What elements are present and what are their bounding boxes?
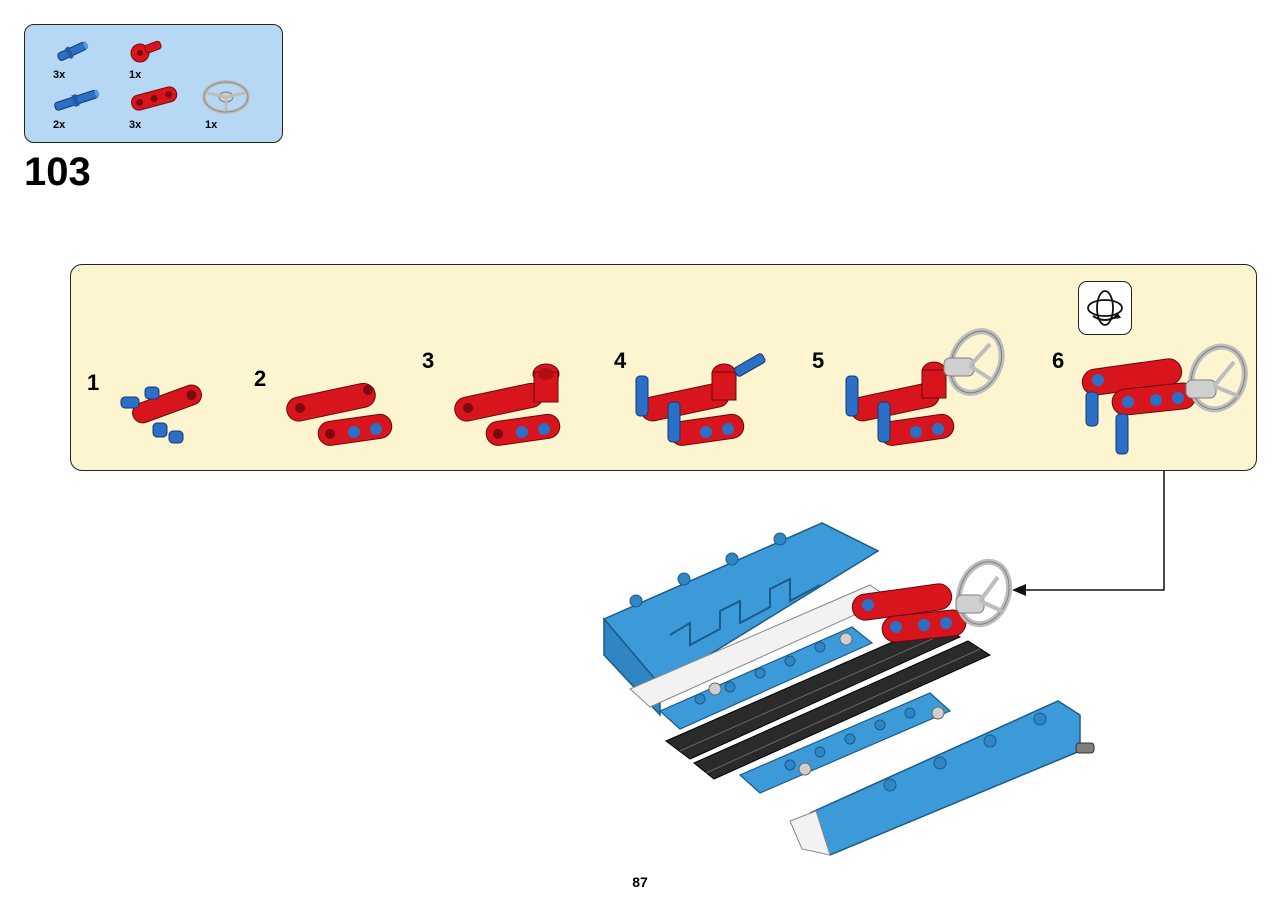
step-number: 103 bbox=[24, 150, 91, 194]
quantity-label: 1x bbox=[205, 119, 218, 131]
substep-2-illustration bbox=[282, 372, 397, 467]
grey-steering-wheel-icon bbox=[201, 77, 251, 117]
substep-number-3: 3 bbox=[422, 348, 435, 373]
page-number: 87 bbox=[632, 874, 648, 890]
red-beam-3-icon bbox=[127, 83, 181, 113]
quantity-label: 2x bbox=[53, 119, 66, 131]
quantity-label: 3x bbox=[129, 119, 142, 131]
quantity-label: 1x bbox=[129, 69, 142, 81]
substep-6-illustration bbox=[1078, 342, 1253, 465]
quantity-label: 3x bbox=[53, 69, 66, 81]
rotate-model-icon bbox=[1078, 281, 1132, 335]
substep-3-illustration bbox=[450, 360, 575, 465]
substep-4-illustration bbox=[630, 352, 775, 467]
red-axle-connector-icon bbox=[127, 37, 167, 65]
substep-number-4: 4 bbox=[614, 348, 627, 373]
substep-5-illustration bbox=[840, 322, 1010, 467]
blue-axle-pin-icon bbox=[53, 39, 93, 63]
main-model-illustration bbox=[590, 515, 1110, 865]
substep-number-5: 5 bbox=[812, 348, 825, 373]
parts-list-box: 3x 1x 2x 3x bbox=[24, 24, 283, 143]
substep-number-6: 6 bbox=[1052, 348, 1065, 373]
blue-long-pin-icon bbox=[51, 87, 103, 113]
substep-number-1: 1 bbox=[87, 370, 100, 395]
substep-1-illustration bbox=[115, 375, 215, 455]
subassembly-panel bbox=[70, 264, 1257, 471]
substep-number-2: 2 bbox=[254, 366, 267, 391]
